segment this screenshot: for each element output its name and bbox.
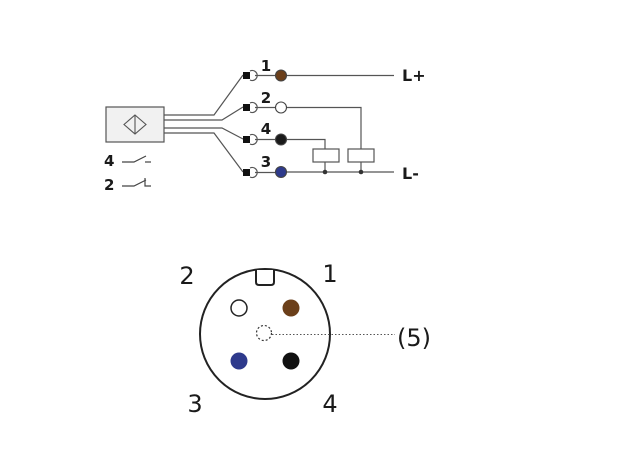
supply-plus-label: L+ — [402, 66, 426, 85]
pin5-label: (5) — [397, 324, 431, 352]
plug-pin-2 — [243, 101, 276, 114]
wire-dot-brown — [274, 69, 288, 82]
cable-wire-1 — [164, 74, 244, 116]
cable-wire-4 — [164, 127, 244, 140]
connector-label-2: 2 — [179, 262, 194, 290]
connector-outline — [199, 268, 331, 400]
junction-dot — [322, 169, 328, 175]
connector-key-notch — [255, 270, 275, 286]
switch-nc-icon — [122, 179, 147, 187]
cable-bundle — [164, 74, 244, 173]
connector-pin-2 — [230, 299, 248, 317]
sensor — [105, 106, 165, 143]
wire-dot-blue — [274, 165, 288, 179]
wire-label-2: 2 — [261, 89, 271, 107]
load-resistor-2 — [347, 148, 375, 163]
connector-pin-3 — [230, 352, 248, 370]
connector-pin-5 — [255, 324, 273, 342]
output-wire-2 — [287, 106, 362, 149]
junction-dot — [358, 169, 364, 175]
switch-nc-label: 2 — [104, 176, 114, 194]
plug-pin-4 — [243, 133, 276, 146]
connector-pin-4 — [282, 352, 300, 370]
plug-pin-3 — [243, 166, 276, 179]
wire-dot-black — [274, 133, 288, 146]
wire-label-4: 4 — [261, 120, 271, 138]
plug-pin-1 — [243, 69, 276, 82]
connector-label-1: 1 — [322, 260, 337, 288]
connector-label-3: 3 — [187, 390, 202, 418]
cable-wire-3 — [164, 132, 244, 173]
connector-label-4: 4 — [322, 390, 337, 418]
wire-label-3: 3 — [261, 153, 271, 171]
connector-face — [199, 268, 395, 400]
supply-minus-label: L- — [402, 164, 419, 183]
wire-label-1: 1 — [261, 57, 271, 75]
connector-pin-1 — [282, 299, 300, 317]
switch-no-icon — [122, 155, 147, 163]
switch-no-label: 4 — [104, 152, 114, 170]
load-circuit — [287, 74, 394, 175]
cable-wire-2 — [164, 106, 244, 121]
output-wire-4 — [287, 138, 326, 149]
load-resistor-1 — [312, 148, 340, 163]
plugs — [243, 69, 276, 179]
wire-dot-white — [274, 101, 288, 114]
switch-symbols: 4 2 — [104, 152, 151, 194]
